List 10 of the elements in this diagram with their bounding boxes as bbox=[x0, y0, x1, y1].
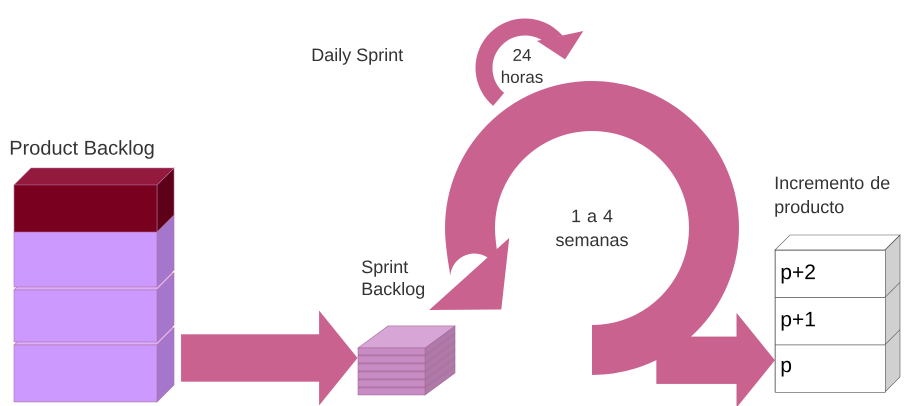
stack-title: Incremento de producto bbox=[775, 176, 890, 217]
cycle-caption: Daily Sprint bbox=[312, 48, 404, 65]
arrow bbox=[181, 310, 358, 406]
cycle-label: 24 horas bbox=[502, 48, 543, 84]
increment-box: p bbox=[775, 344, 886, 393]
stack-title: Sprint Backlog bbox=[362, 260, 424, 299]
arrow bbox=[656, 313, 775, 406]
cycle-label: 1 a 4 semanas bbox=[556, 210, 628, 246]
increment-box: p+1 bbox=[775, 297, 886, 346]
stack-title: Product Backlog bbox=[10, 140, 154, 159]
